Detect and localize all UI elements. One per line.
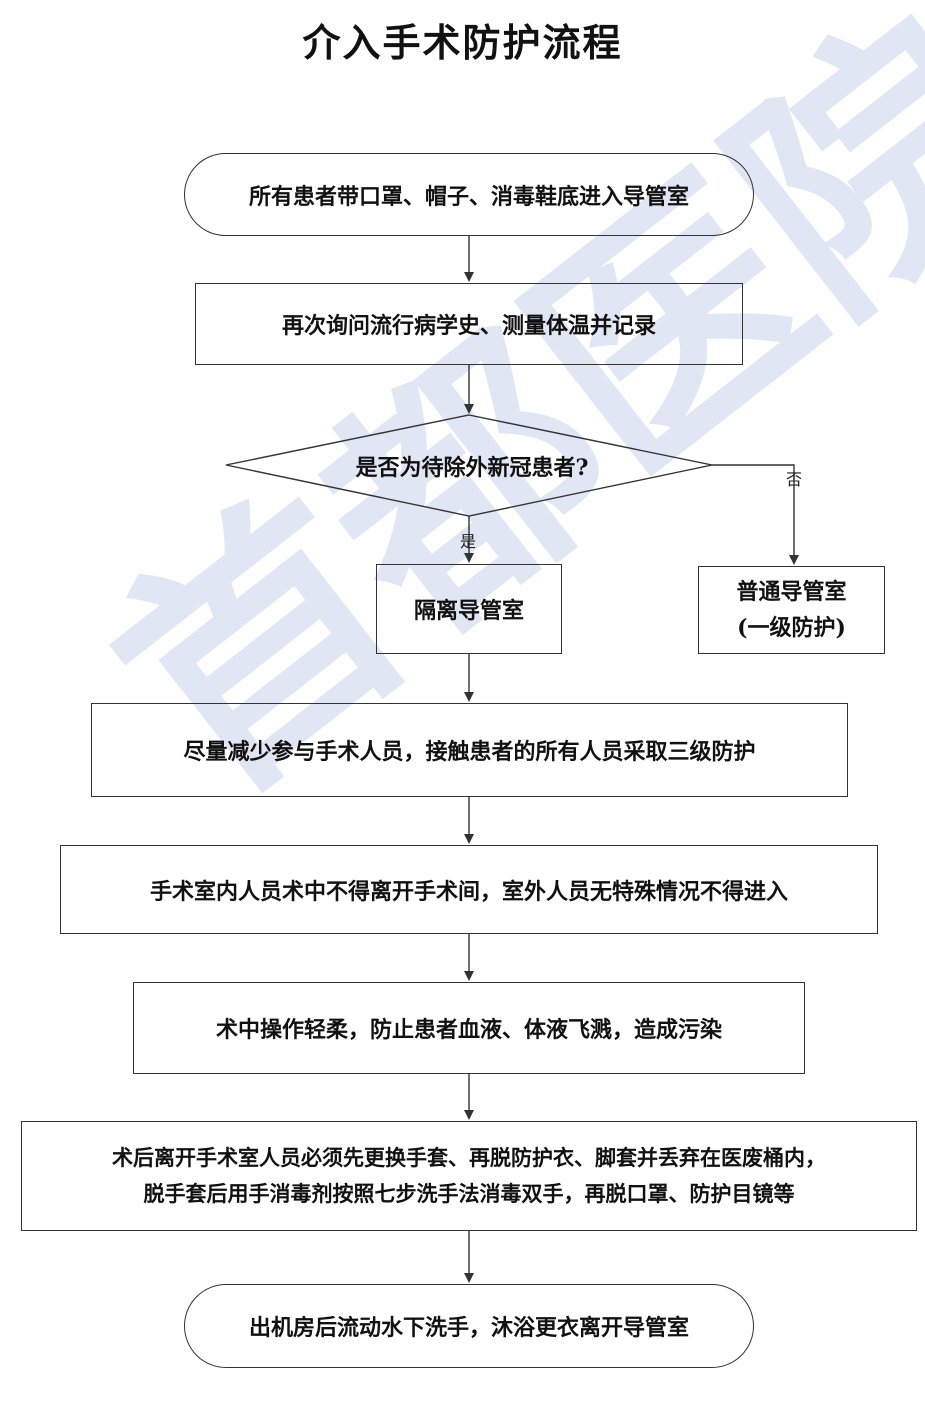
isolation-node: 隔离导管室 [376, 564, 562, 654]
edge-label-no: 否 [786, 470, 803, 489]
end-node: 出机房后流动水下洗手，沐浴更衣离开导管室 [184, 1284, 754, 1368]
minimize-node: 尽量减少参与手术人员，接触患者的所有人员采取三级防护 [91, 703, 848, 797]
inquiry-node-label: 再次询问流行病学史、测量体温并记录 [281, 313, 656, 339]
normal-node-line2: (一级防护) [737, 615, 846, 641]
post-node: 术后离开手术室人员必须先更换手套、再脱防护衣、脚套并丢弃在医废桶内， 脱手套后用… [21, 1121, 917, 1231]
gentle-node-label: 术中操作轻柔，防止患者血液、体液飞溅，造成污染 [215, 1017, 722, 1043]
normal-node: 普通导管室 (一级防护) [698, 566, 885, 654]
gentle-node: 术中操作轻柔，防止患者血液、体液飞溅，造成污染 [133, 982, 805, 1074]
start-node: 所有患者带口罩、帽子、消毒鞋底进入导管室 [184, 153, 754, 236]
page-title: 介入手术防护流程 [302, 21, 623, 65]
minimize-node-label: 尽量减少参与手术人员，接触患者的所有人员采取三级防护 [183, 739, 756, 765]
edge-label-yes: 是 [460, 532, 477, 551]
end-node-label: 出机房后流动水下洗手，沐浴更衣离开导管室 [248, 1315, 689, 1341]
isolation-node-label: 隔离导管室 [413, 598, 524, 624]
arrow-decision-to-normal [712, 464, 799, 565]
decision-node-label: 是否为待除外新冠患者? [355, 455, 589, 481]
noleave-node-label: 手术室内人员术中不得离开手术间，室外人员无特殊情况不得进入 [149, 878, 788, 905]
noleave-node: 手术室内人员术中不得离开手术间，室外人员无特殊情况不得进入 [60, 845, 878, 934]
post-node-line1: 术后离开手术室人员必须先更换手套、再脱防护衣、脚套并丢弃在医废桶内， [112, 1145, 826, 1170]
normal-node-line1: 普通导管室 [736, 579, 847, 605]
post-node-line2: 脱手套后用手消毒剂按照七步洗手法消毒双手，再脱口罩、防护目镜等 [143, 1181, 795, 1206]
inquiry-node: 再次询问流行病学史、测量体温并记录 [195, 283, 743, 365]
start-node-label: 所有患者带口罩、帽子、消毒鞋底进入导管室 [248, 183, 689, 210]
